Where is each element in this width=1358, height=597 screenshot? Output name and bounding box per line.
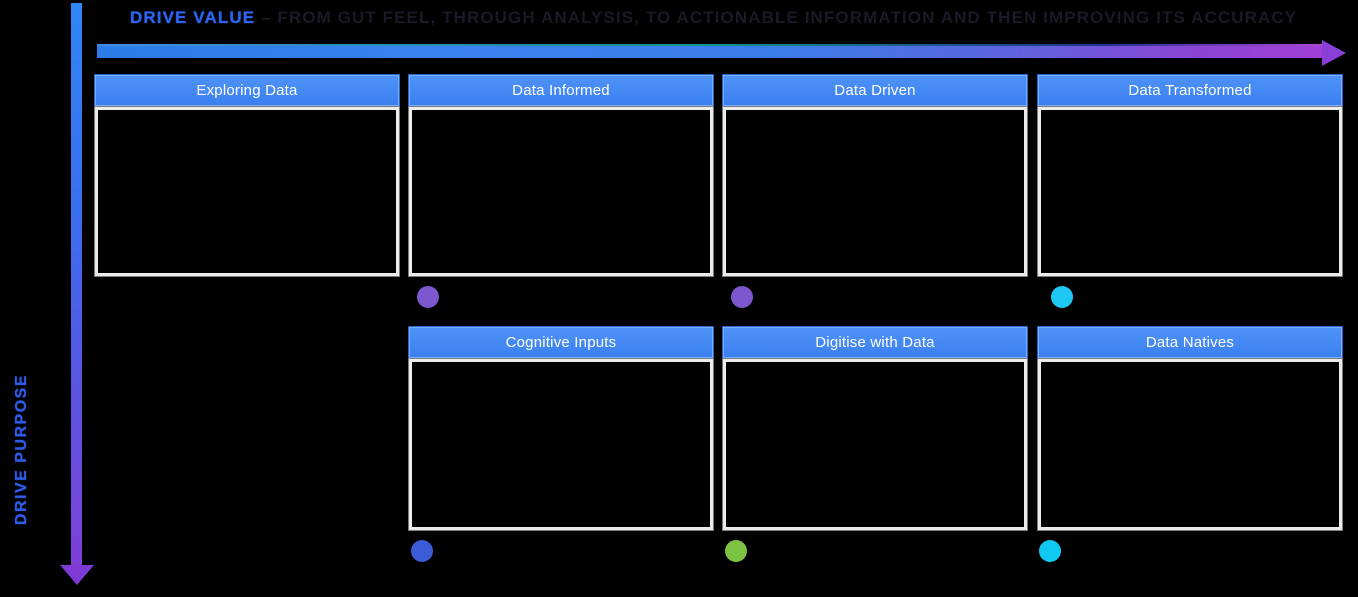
card-title: Data Transformed [1128, 82, 1252, 99]
card-data-driven: Data Driven [723, 75, 1027, 318]
drive-purpose-arrowhead-icon [60, 565, 94, 585]
card-body [723, 107, 1027, 276]
card-body [409, 359, 713, 530]
card-body [723, 359, 1027, 530]
card-title-bar: Data Transformed [1038, 75, 1342, 106]
card-title: Cognitive Inputs [505, 334, 617, 351]
stage-marker-dot [411, 540, 433, 562]
card-title: Exploring Data [196, 82, 298, 99]
card-exploring-data: Exploring Data [95, 75, 399, 318]
diagram-title: DRIVE VALUE – FROM GUT FEEL, THROUGH ANA… [130, 8, 1297, 28]
card-title-bar: Data Natives [1038, 327, 1342, 358]
card-title: Data Driven [834, 82, 916, 99]
card-data-informed: Data Informed [409, 75, 713, 318]
card-body [1038, 359, 1342, 530]
card-cognitive-inputs: Cognitive Inputs [409, 327, 713, 572]
card-title: Data Natives [1145, 334, 1235, 351]
card-title-bar: Data Informed [409, 75, 713, 106]
card-data-transformed: Data Transformed [1038, 75, 1342, 318]
card-title-bar: Data Driven [723, 75, 1027, 106]
drive-purpose-axis-bar [71, 3, 82, 565]
stage-marker-dot [417, 286, 439, 308]
card-body [409, 107, 713, 276]
card-title: Digitise with Data [815, 334, 935, 351]
card-title: Data Informed [512, 82, 610, 99]
card-digitise-with-data: Digitise with Data [723, 327, 1027, 572]
title-highlight: DRIVE VALUE [130, 8, 256, 27]
stage-marker-dot [725, 540, 747, 562]
title-rest: – FROM GUT FEEL, THROUGH ANALYSIS, TO AC… [255, 8, 1298, 27]
stage-marker-dot [731, 286, 753, 308]
stage-marker-dot [1051, 286, 1073, 308]
drive-value-axis-bar [97, 44, 1322, 58]
card-title-bar: Exploring Data [95, 75, 399, 106]
card-title-bar: Digitise with Data [723, 327, 1027, 358]
card-body [95, 107, 399, 276]
drive-purpose-label-wrap: DRIVE PURPOSE [4, 352, 40, 548]
card-title-bar: Cognitive Inputs [409, 327, 713, 358]
card-data-natives: Data Natives [1038, 327, 1342, 572]
card-body [1038, 107, 1342, 276]
stage-marker-dot [1039, 540, 1061, 562]
drive-purpose-label: DRIVE PURPOSE [13, 374, 30, 526]
drive-value-arrowhead-icon [1322, 40, 1346, 66]
